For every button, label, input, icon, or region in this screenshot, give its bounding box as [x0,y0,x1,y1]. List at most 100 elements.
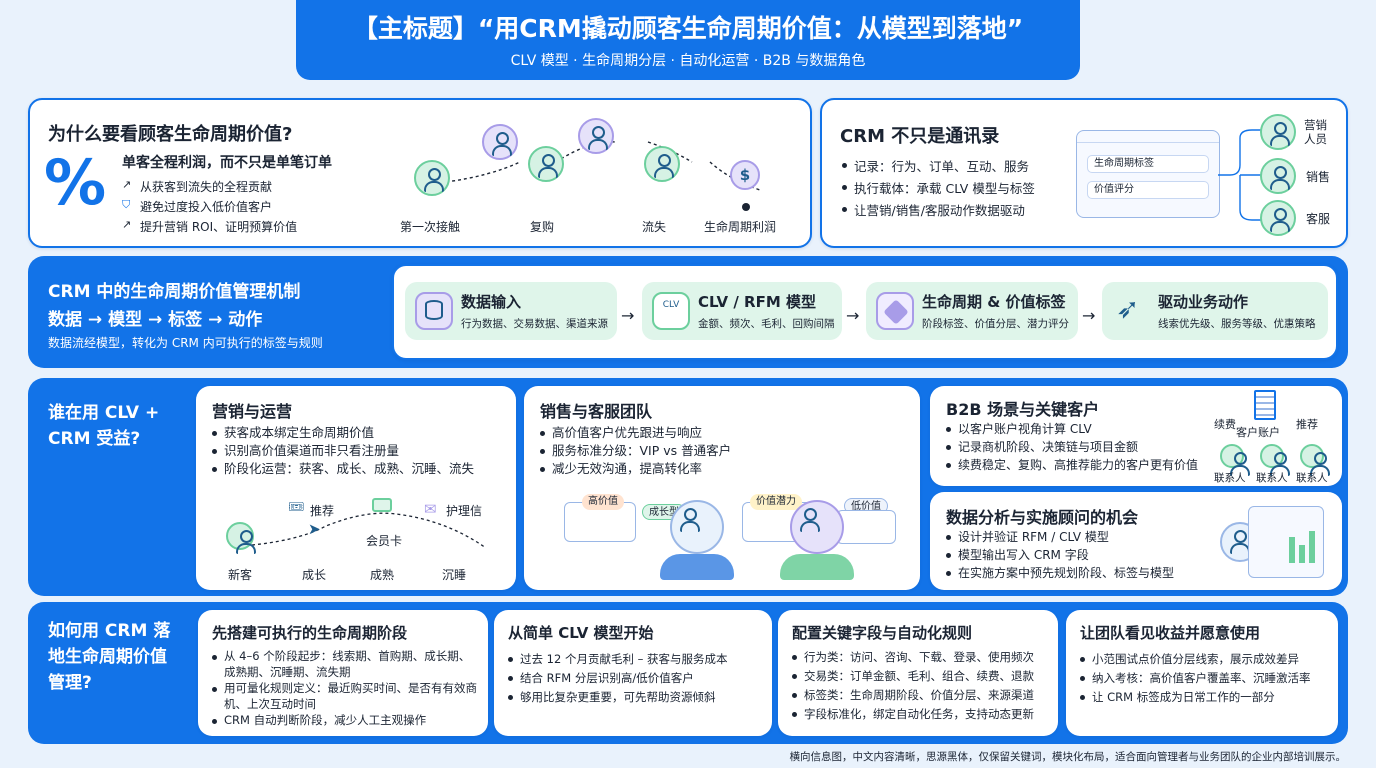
marketing-card: 营销与运营 获客成本绑定生命周期价值 识别高价值渠道而非只看注册量 阶段化运营：… [196,386,516,590]
arrow-icon: → [1082,306,1096,325]
step-title: 生命周期 & 价值标签 [922,293,1066,311]
journey-label-first: 第一次接触 [400,220,461,234]
how-point: 结合 RFM 分层识别高/低价值客户 [508,669,728,688]
send-icon: ➤ [308,520,321,538]
why-title: 为什么要看顾客生命周期价值? [48,124,293,145]
journey-peak-avatar-1 [482,124,518,160]
journey-label-profit: 生命周期利润 [704,220,777,234]
trend-icon: ↗ [122,178,132,191]
contact-avatar [1260,444,1290,476]
sales-point: 服务标准分级：VIP vs 普通客户 [540,442,731,460]
journey-first-touch-avatar [414,160,450,196]
agent-body [780,554,854,580]
ticket-icon: 🎟 [288,500,305,515]
b2b-point: 续费稳定、复购、高推荐能力的客户更有价值 [946,456,1198,474]
crm-row-lifecycle: 生命周期标签 [1087,155,1209,173]
label-care-letter: 护理信 [446,504,483,518]
journey-end-dot [742,203,750,211]
headset-agent-avatar [790,500,844,554]
label-recommend: 推荐 [310,504,335,518]
mechanism-desc: 数据流经模型，转化为 CRM 内可执行的标签与规则 [48,336,323,350]
journey-label-churn: 流失 [642,220,667,234]
service-role-avatar [1260,200,1296,236]
how-point: 过去 12 个月贡献毛利 – 获客与服务成本 [508,650,728,669]
sales-points: 高价值客户优先跟进与响应 服务标准分级：VIP vs 普通客户 减少无效沟通，提… [540,424,731,478]
journey-churn-avatar [644,146,680,182]
step-action: ➶ 驱动业务动作 线索优先级、服务等级、优惠策略 [1102,282,1328,340]
journey-repurchase-avatar [528,146,564,182]
sales-role-avatar [1260,158,1296,194]
analysis-title: 数据分析与实施顾问的机会 [946,508,1139,527]
marketing-point: 获客成本绑定生命周期价值 [212,424,474,442]
role-sales-label: 销售 [1306,170,1331,184]
how-point: 让 CRM 标签成为日常工作的一部分 [1080,688,1311,707]
step-sub: 金额、频次、毛利、回购间隔 [698,318,835,330]
why-point-2: 避免过度投入低价值客户 [140,200,273,214]
profile-card-low [836,510,896,544]
crm-row-value-score: 价值评分 [1087,181,1209,199]
why-lead: 单客全程利润，而不只是单笔订单 [122,155,332,171]
contact-label: 联系人 [1256,472,1288,484]
contact-label: 联系人 [1296,472,1328,484]
how-card-clv: 从简单 CLV 模型开始 过去 12 个月贡献毛利 – 获客与服务成本 结合 R… [494,610,772,736]
how-card-points: 行为类：访问、咨询、下载、登录、使用频次 交易类：订单金额、毛利、组合、续费、退… [792,648,1034,724]
tag-icon [876,292,914,330]
analysis-point: 模型输出写入 CRM 字段 [946,546,1174,564]
how-point: 用可量化规则定义：最近购买时间、是否有有效商机、上次互动时间 [212,680,480,712]
marketing-point: 阶段化运营：获客、成长、成熟、沉睡、流失 [212,460,474,478]
how-card-title: 配置关键字段与自动化规则 [792,624,973,642]
calculator-icon: CLV [652,292,690,330]
how-card-stages: 先搭建可执行的生命周期阶段 从 4–6 个阶段起步：线索期、首购期、成长期、成熟… [198,610,488,736]
b2b-point: 以客户账户视角计算 CLV [946,420,1198,438]
how-card-title: 让团队看见收益并愿意使用 [1080,624,1261,642]
who-title: 谁在用 CLV + CRM 受益? [48,403,160,449]
contact-label: 联系人 [1214,472,1246,484]
step-sub: 行为数据、交易数据、渠道来源 [461,318,608,330]
analysis-card: 数据分析与实施顾问的机会 设计并验证 RFM / CLV 模型 模型输出写入 C… [930,492,1342,590]
contact-avatar [1220,444,1250,476]
step-tags: 生命周期 & 价值标签 阶段标签、价值分层、潜力评分 [866,282,1078,340]
how-card-adoption: 让团队看见收益并愿意使用 小范围试点价值分层线索，展示成效差异 纳入考核：高价值… [1066,610,1338,736]
how-card-points: 小范围试点价值分层线索，展示成效差异 纳入考核：高价值客户覆盖率、沉睡激活率 让… [1080,650,1311,707]
stage-growth: 成长 [302,568,327,582]
stage-new: 新客 [228,568,253,582]
page-title: 【主标题】“用CRM撬动顾客生命周期价值：从模型到落地” [352,14,1024,43]
new-customer-avatar [226,522,256,554]
label-member-card: 会员卡 [366,534,403,548]
how-point: 纳入考核：高价值客户覆盖率、沉睡激活率 [1080,669,1311,688]
why-card: 为什么要看顾客生命周期价值? % 单客全程利润，而不只是单笔订单 ↗ 从获客到流… [28,98,812,248]
crm-point: 记录：行为、订单、互动、服务 [842,156,1035,178]
member-journey-curve [239,512,487,549]
how-card-title: 从简单 CLV 模型开始 [508,624,654,642]
b2b-label-account: 客户账户 [1236,426,1280,439]
why-point-1: 从获客到流失的全程贡献 [140,180,273,194]
step-sub: 线索优先级、服务等级、优惠策略 [1158,318,1316,330]
b2b-title: B2B 场景与关键客户 [946,400,1100,419]
percent-icon: % [44,146,107,219]
how-point: 标签类：生命周期阶段、价值分层、来源渠道 [792,686,1034,705]
how-point: CRM 自动判断阶段，减少人工主观操作 [212,712,480,728]
why-point-3: 提升营销 ROI、证明预算价值 [140,220,298,234]
how-point: 交易类：订单金额、毛利、组合、续费、退款 [792,667,1034,686]
step-title: 数据输入 [461,293,522,311]
crm-point: 执行载体：承载 CLV 模型与标签 [842,178,1035,200]
mail-icon: ✉ [424,500,437,518]
arrow-icon: → [621,306,635,325]
crm-title: CRM 不只是通讯录 [840,126,1000,147]
footer-note: 横向信息图，中文内容清晰，思源黑体，仅保留关键词，模块化布局，适合面向管理者与业… [789,751,1347,763]
step-data-input: 数据输入 行为数据、交易数据、渠道来源 [405,282,617,340]
sales-rep-avatar [670,500,724,554]
crm-card: CRM 不只是通讯录 记录：行为、订单、互动、服务 执行载体：承载 CLV 模型… [820,98,1348,248]
crm-role-links [1218,129,1264,221]
how-point: 从 4–6 个阶段起步：线索期、首购期、成长期、成熟期、沉睡期、流失期 [212,648,480,680]
analysis-point: 设计并验证 RFM / CLV 模型 [946,528,1174,546]
shield-icon: ⛉ [122,198,131,211]
analysis-point: 在实施方案中预先规划阶段、标签与模型 [946,564,1174,582]
dashboard-icon [1248,506,1324,578]
step-model: CLV CLV / RFM 模型 金额、频次、毛利、回购间隔 [642,282,842,340]
step-title: 驱动业务动作 [1158,293,1249,311]
how-point: 行为类：访问、咨询、下载、登录、使用频次 [792,648,1034,667]
growth-icon: ↗ [122,218,132,231]
marketing-points: 获客成本绑定生命周期价值 识别高价值渠道而非只看注册量 阶段化运营：获客、成长、… [212,424,474,478]
header-banner [296,0,1080,80]
